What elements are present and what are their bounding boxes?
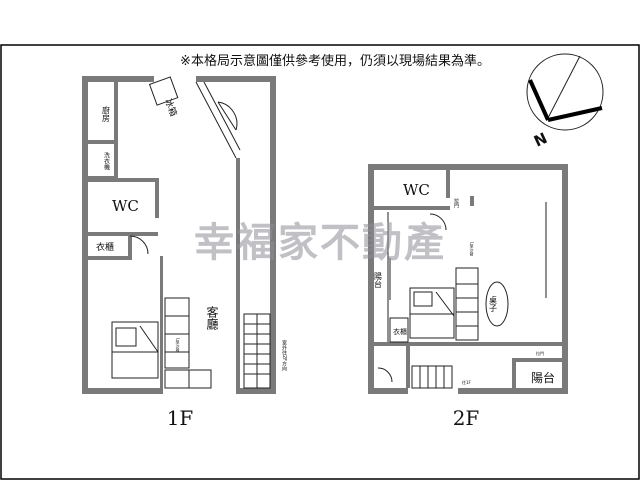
f1-washer-label: 洗衣機 <box>103 151 110 171</box>
f2-wc-label: WC <box>403 181 430 199</box>
f1-wc-label: WC <box>112 197 139 215</box>
f2-sofa-label: L型沙發 <box>470 242 475 257</box>
f1-wardrobe-label: 衣櫃 <box>96 241 114 253</box>
f2-wardrobe-label: 衣櫃 <box>393 327 407 336</box>
f2-sliding-door-label: 拉門 <box>453 197 459 209</box>
f2-title: 2F <box>453 406 480 430</box>
f1-fridge-label: 冰箱 <box>162 97 179 118</box>
f1-kitchen-label: 廚房 <box>102 105 111 123</box>
notice-text: ※本格局示意圖僅供參考使用，仍須以現場結果為準。 <box>180 53 490 69</box>
f1-sofa-label: L型沙發 <box>176 338 181 353</box>
floor-2-plan: WC 拉門 陽台 衣櫃 L型沙發 桌子 <box>368 164 568 430</box>
f2-sliding-door-note: 拉門 <box>536 350 544 356</box>
watermark-text: 幸福家不動產 <box>194 219 446 266</box>
f2-balcony-right-label: 陽台 <box>531 370 555 385</box>
f1-title: 1F <box>167 406 194 430</box>
outer-frame <box>0 44 640 480</box>
floor-1-plan: 冰箱 廚房 洗衣機 WC 衣櫃 L型沙發 客廳 <box>82 76 287 430</box>
f2-table-label: 桌子 <box>489 295 498 312</box>
f2-balcony-left-label: 陽台 <box>374 272 383 289</box>
f1-stairs-note: 室外往2F方向 <box>281 339 287 371</box>
compass-north-label: N <box>531 129 550 151</box>
compass: N <box>526 53 604 151</box>
f2-door-note: 往1F <box>462 379 472 385</box>
f1-living-label: 客廳 <box>205 305 219 331</box>
